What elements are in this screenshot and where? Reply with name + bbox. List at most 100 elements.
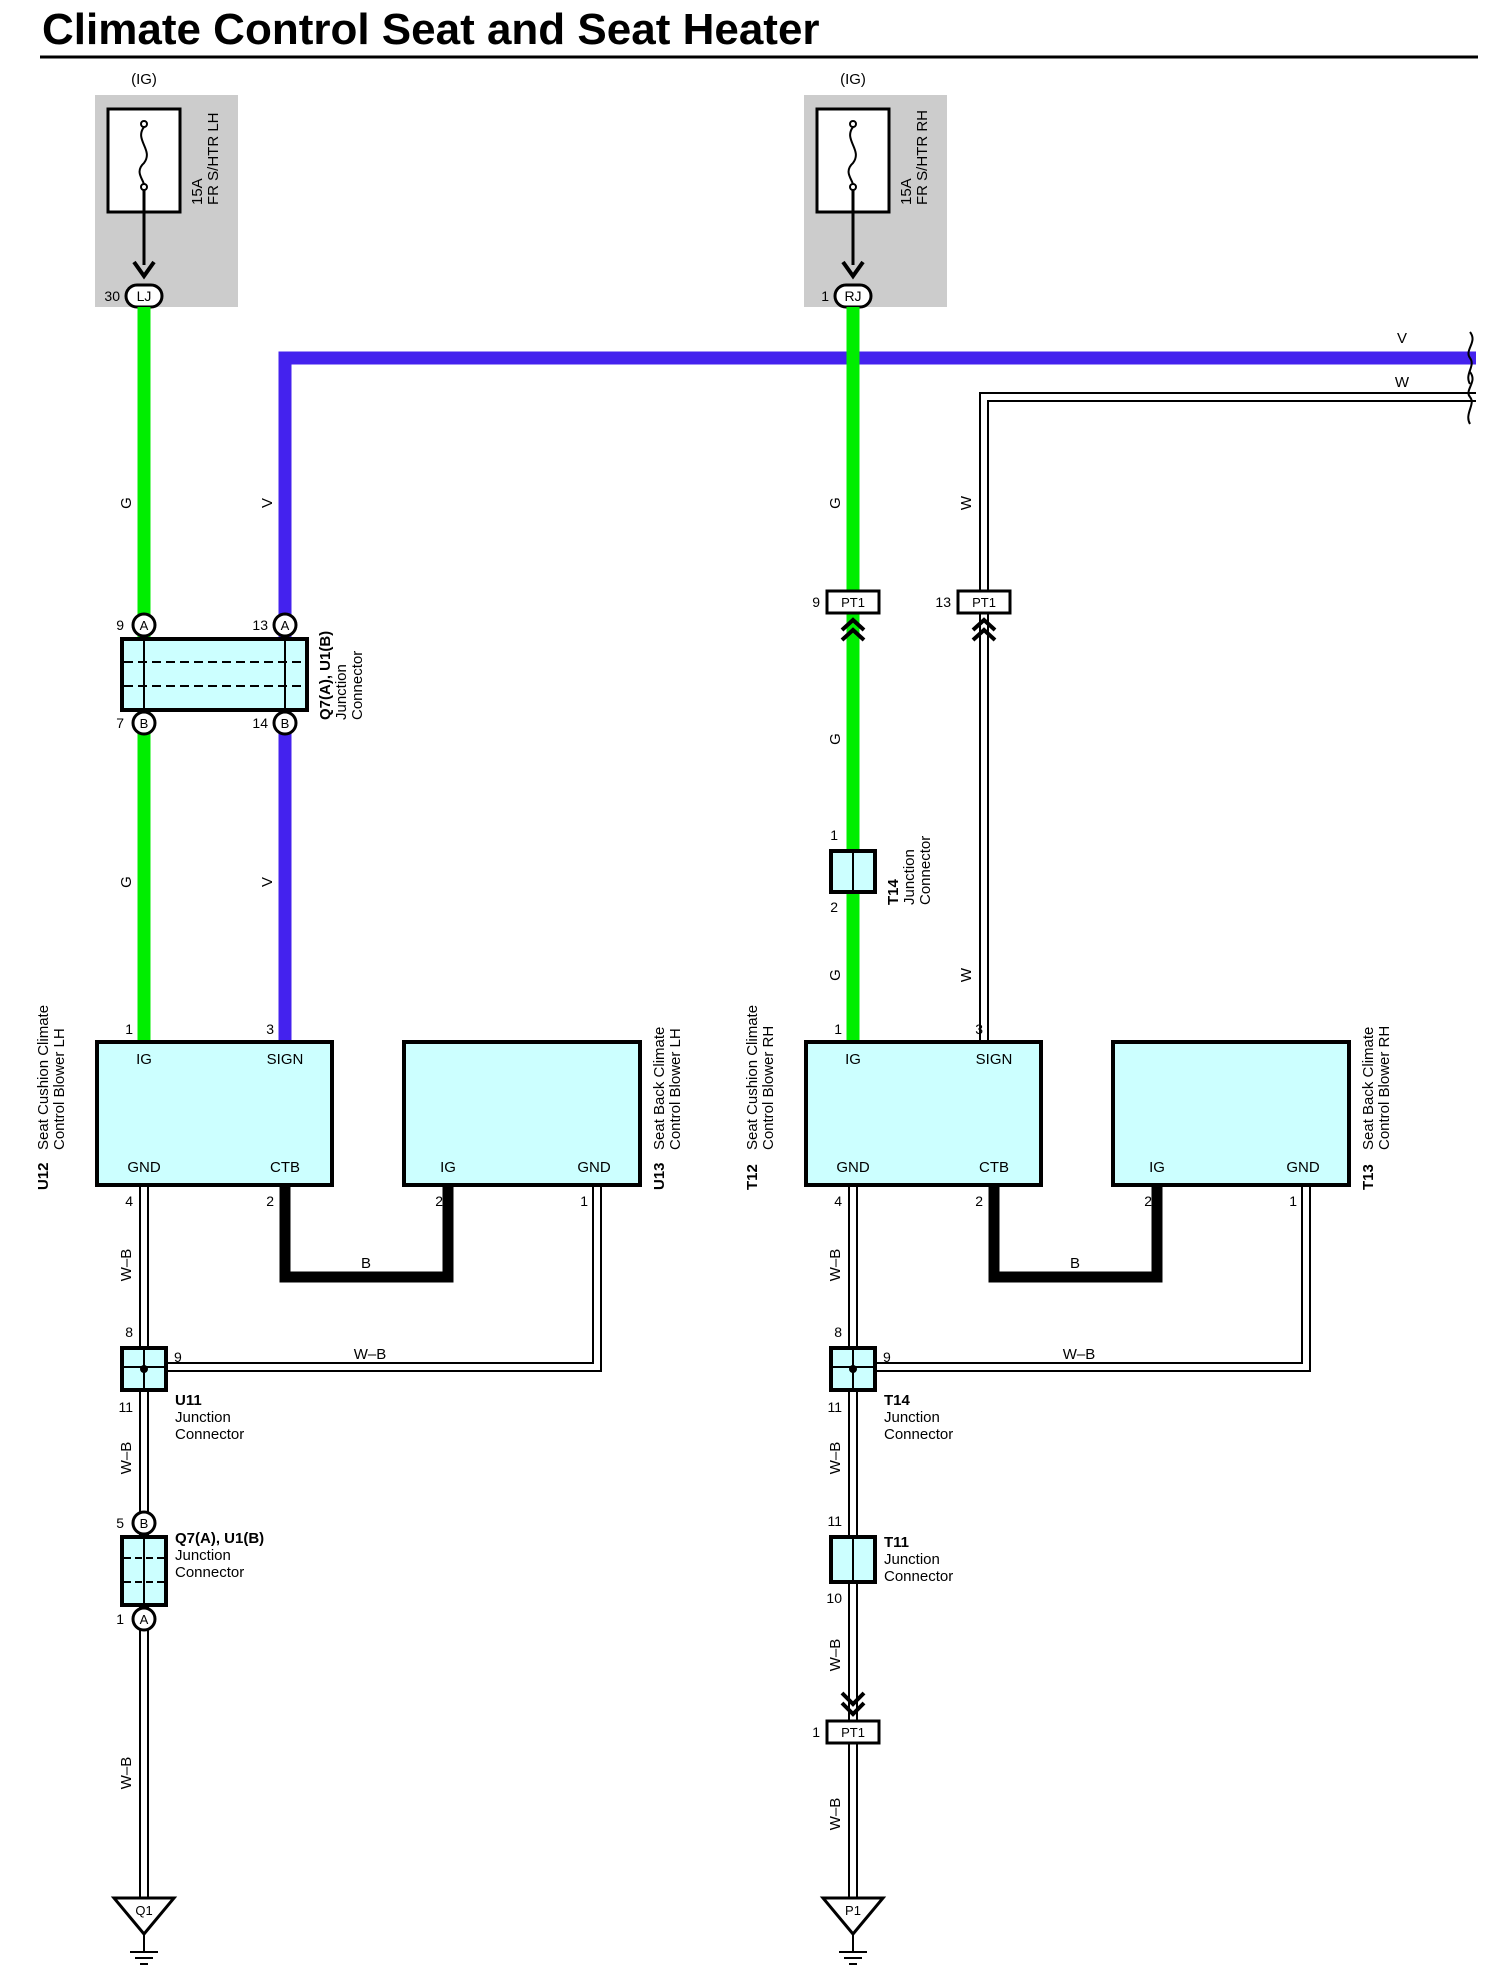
t12-pin-gnd: 4 xyxy=(834,1193,842,1209)
fuse-right-pin: 1 xyxy=(821,288,829,304)
jc2-pin-bot: 1 xyxy=(116,1611,124,1627)
u13-line1: Seat Back Climate xyxy=(651,1027,668,1150)
u12-ctb: CTB xyxy=(270,1159,300,1176)
jc-left-pin-b2: B xyxy=(281,716,290,731)
break-mark-v xyxy=(1467,331,1474,385)
component-t12: IG SIGN GND CTB 1 3 4 2 T12 Seat Cushion… xyxy=(744,1005,1043,1209)
junction-connector-left-bottom: B A 5 1 Q7(A), U1(B) Junction Connector xyxy=(116,1510,264,1632)
u12-sign: SIGN xyxy=(267,1051,304,1068)
t14-upper-id: T14 xyxy=(885,878,902,905)
jc2-line2: Connector xyxy=(175,1564,244,1581)
u12-pin-gnd: 4 xyxy=(125,1193,133,1209)
fuse-right-connector: RJ xyxy=(844,288,861,304)
pt1-bottom-label: PT1 xyxy=(841,1725,865,1740)
u12-pin-sign: 3 xyxy=(266,1021,274,1037)
wire-v xyxy=(278,351,1476,1042)
wire-label-w-top: W xyxy=(1395,374,1410,391)
t14-lower-line2: Connector xyxy=(884,1426,953,1443)
t12-pin-ig: 1 xyxy=(834,1021,842,1037)
wire-b-left xyxy=(279,1185,454,1283)
wire-label-v-2: V xyxy=(259,877,276,887)
u12-line2: Control Blower LH xyxy=(51,1028,68,1150)
pt1-top-pin-w: 13 xyxy=(935,594,951,610)
fuse-right-icon xyxy=(847,126,857,186)
u13-pin-ig: 2 xyxy=(435,1193,443,1209)
t12-ig: IG xyxy=(845,1051,861,1068)
t13-line2: Control Blower RH xyxy=(1376,1026,1393,1150)
t13-pin-gnd: 1 xyxy=(1289,1193,1297,1209)
fuse-right-source: (IG) xyxy=(840,71,866,88)
wire-label-wb-v1: W–B xyxy=(118,1249,135,1282)
fuse-left-name: FR S/HTR LH xyxy=(205,112,222,205)
jc-left-id: Q7(A), U1(B) xyxy=(317,631,334,720)
junction-connector-t11: 11 10 T11 Junction Connector xyxy=(826,1513,953,1606)
pt1-top-label-g: PT1 xyxy=(841,595,865,610)
junction-connector-t14-lower: 8 9 11 T14 Junction Connector xyxy=(827,1324,953,1443)
jc-left-line2: Connector xyxy=(349,651,366,720)
ground-q1-icon xyxy=(110,1896,178,1937)
jc2-line1: Junction xyxy=(175,1547,231,1564)
wire-label-b-left: B xyxy=(361,1255,371,1272)
u13-pin-gnd: 1 xyxy=(580,1193,588,1209)
u12-id: U12 xyxy=(35,1162,52,1190)
ground-p1-label: P1 xyxy=(845,1903,861,1918)
wire-label-wb-v7: W–B xyxy=(827,1798,844,1831)
wire-label-wb-v2: W–B xyxy=(118,1442,135,1475)
jc-left-pin-num-tl: 9 xyxy=(116,617,124,633)
wire-wb-lower xyxy=(139,1185,1311,1900)
t12-pin-sign: 3 xyxy=(975,1021,983,1037)
wire-b-right xyxy=(988,1185,1163,1283)
t11-pin-bot: 10 xyxy=(826,1590,842,1606)
fuse-right: (IG) 15A FR S/HTR RH RJ 1 xyxy=(804,71,947,309)
u12-ig: IG xyxy=(136,1051,152,1068)
wire-label-g-3: G xyxy=(827,497,844,509)
wire-label-w-2: W xyxy=(958,967,975,982)
t13-id: T13 xyxy=(1360,1164,1377,1190)
u12-line1: Seat Cushion Climate xyxy=(35,1005,52,1150)
wire-label-g-5: G xyxy=(827,969,844,981)
u11-pin-right: 9 xyxy=(174,1349,182,1365)
u11-pin-top: 8 xyxy=(125,1324,133,1340)
jc-left-pin-b1: B xyxy=(140,716,149,731)
component-u12: IG SIGN GND CTB 1 3 4 2 U12 Seat Cushion… xyxy=(35,1005,334,1209)
fuse-left: (IG) 15A FR S/HTR LH LJ 30 xyxy=(95,71,238,309)
jc2-id: Q7(A), U1(B) xyxy=(175,1530,264,1547)
jc2-pin-b: B xyxy=(140,1516,149,1531)
wire-label-v-1: V xyxy=(259,498,276,508)
jc-left-pin-num-tr: 13 xyxy=(252,617,268,633)
wire-label-v-top: V xyxy=(1397,330,1407,347)
component-u13: IG GND 2 1 U13 Seat Back Climate Control… xyxy=(402,1027,684,1209)
ground-p1: P1 xyxy=(819,1896,887,1965)
wire-label-wb-v3: W–B xyxy=(118,1757,135,1790)
t12-id: T12 xyxy=(744,1164,761,1190)
ground-q1-label: Q1 xyxy=(135,1903,152,1918)
t11-line1: Junction xyxy=(884,1551,940,1568)
t13-gnd: GND xyxy=(1286,1159,1320,1176)
wire-label-g-1: G xyxy=(118,497,135,509)
t12-ctb: CTB xyxy=(979,1159,1009,1176)
u13-line2: Control Blower LH xyxy=(667,1028,684,1150)
u13-id: U13 xyxy=(651,1162,668,1190)
u11-id: U11 xyxy=(175,1392,202,1409)
fuse-left-icon xyxy=(138,126,148,186)
t11-id: T11 xyxy=(884,1534,909,1551)
t11-line2: Connector xyxy=(884,1568,953,1585)
t12-pin-ctb: 2 xyxy=(975,1193,983,1209)
u11-line1: Junction xyxy=(175,1409,231,1426)
wire-label-g-4: G xyxy=(827,733,844,745)
t14-lower-pin-bot: 11 xyxy=(827,1399,842,1415)
pt1-bottom-pin: 1 xyxy=(812,1724,820,1740)
jc-left-line1: Junction xyxy=(333,664,350,720)
jc-left-pin-num-br: 14 xyxy=(252,715,268,731)
wire-label-wb-v4: W–B xyxy=(827,1249,844,1282)
t14-upper-line1: Junction xyxy=(901,849,918,905)
fuse-right-rating: 15A xyxy=(898,178,915,205)
fuse-left-source: (IG) xyxy=(131,71,157,88)
fuse-left-pin: 30 xyxy=(104,288,120,304)
t12-line1: Seat Cushion Climate xyxy=(744,1005,761,1150)
t13-ig: IG xyxy=(1149,1159,1165,1176)
junction-connector-t14-upper: 1 2 T14 Junction Connector xyxy=(829,827,934,915)
t14-lower-pin-top: 8 xyxy=(834,1324,842,1340)
t13-line1: Seat Back Climate xyxy=(1360,1027,1377,1150)
